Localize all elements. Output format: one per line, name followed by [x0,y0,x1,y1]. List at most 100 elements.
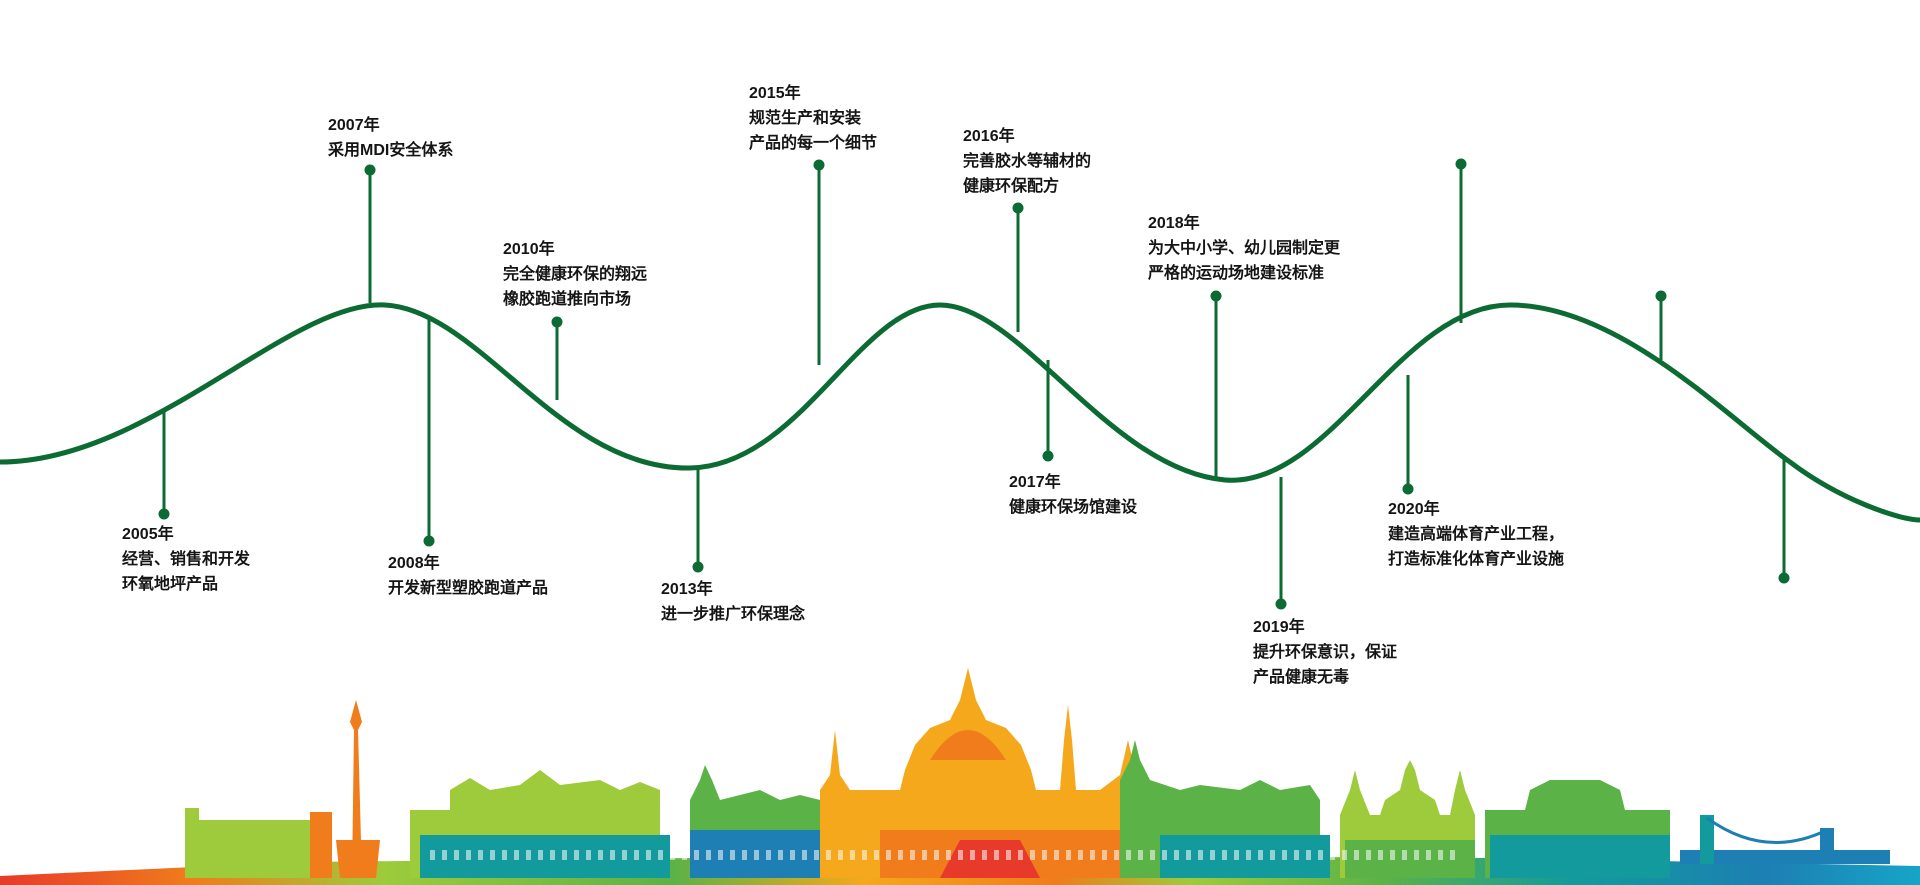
milestone-desc-line: 健康环保配方 [963,178,1060,195]
window [598,850,603,860]
window [754,850,759,860]
window [850,850,855,860]
window [862,850,867,860]
window [1318,850,1323,860]
basilica-base [1345,840,1475,878]
window [994,850,999,860]
window [706,850,711,860]
colonnade-end [310,812,332,878]
milestone-2017: 2017年 健康环保场馆建设 [1009,470,1137,520]
window [526,850,531,860]
milestone-desc-line: 健康环保场馆建设 [1009,499,1138,516]
window [562,850,567,860]
window [1390,850,1395,860]
colonnade [190,820,320,878]
milestone-desc-line: 完全健康环保的翔远 [503,266,648,283]
milestone-desc-line: 橡胶跑道推向市场 [503,291,632,308]
milestone-dot [364,164,376,176]
window [1450,850,1455,860]
window [670,850,675,860]
window [1234,850,1239,860]
window [550,850,555,860]
window [466,850,471,860]
milestone-desc-line: 打造标准化体育产业设施 [1388,551,1565,568]
window [538,850,543,860]
window [790,850,795,860]
milestone-dot [1012,202,1024,214]
window [814,850,819,860]
window [1090,850,1095,860]
bridge-deck [1680,850,1890,864]
window [886,850,891,860]
window [838,850,843,860]
milestone-desc-line: 为大中小学、幼儿园制定更 [1148,240,1341,257]
window [1294,850,1299,860]
milestone-2020: 2020年 建造高端体育产业工程， 打造标准化体育产业设施 [1388,497,1564,572]
window [1174,850,1179,860]
window [874,850,879,860]
milestone-dot [1042,450,1054,462]
milestone-dot [813,159,825,171]
window [718,850,723,860]
palace-left-base [420,835,670,878]
window [502,850,507,860]
milestone-desc-line: 经营、销售和开发 [122,551,251,568]
milestone-desc-line: 建造高端体育产业工程， [1388,526,1565,543]
milestone-desc-line: 进一步推广环保理念 [661,606,806,623]
window [1222,850,1227,860]
window [574,850,579,860]
milestone-dot [1455,158,1467,170]
window [946,850,951,860]
window [1306,850,1311,860]
window [1006,850,1011,860]
milestone-year: 2008年 [388,555,440,572]
window [934,850,939,860]
window [802,850,807,860]
window [898,850,903,860]
window [1258,850,1263,860]
window [490,850,495,860]
window [1270,850,1275,860]
window [970,850,975,860]
milestone-year: 2007年 [328,117,380,134]
palace-right-base [1160,835,1330,878]
milestone-desc-line: 产品的每一个细节 [749,135,878,152]
window [1330,850,1335,860]
window [1162,850,1167,860]
window [1078,850,1083,860]
window [1426,850,1431,860]
window [778,850,783,860]
window [610,850,615,860]
milestone-2015: 2015年 规范生产和安装 产品的每一个细节 [749,81,877,156]
window [958,850,963,860]
milestone-2016: 2016年 完善胶水等辅材的 健康环保配方 [963,124,1091,199]
window [1042,850,1047,860]
milestone-dot [1275,598,1287,610]
window [646,850,651,860]
window [1198,850,1203,860]
window [1186,850,1191,860]
milestone-2010: 2010年 完全健康环保的翔远 橡胶跑道推向市场 [503,237,647,312]
milestone-desc-line: 严格的运动场地建设标准 [1148,265,1325,282]
milestone-2007: 2007年 采用MDI安全体系 [328,113,453,163]
window [742,850,747,860]
window [1018,850,1023,860]
window [1054,850,1059,860]
milestone-year: 2010年 [503,241,555,258]
window [514,850,519,860]
window [922,850,927,860]
window [1282,850,1287,860]
window [1126,850,1131,860]
window [1366,850,1371,860]
window [682,850,687,860]
bridge-tower [1700,815,1714,864]
window [826,850,831,860]
window [622,850,627,860]
window [1114,850,1119,860]
timeline-wave-curve [0,302,1920,523]
milestone-dot [1778,572,1790,584]
milestone-2005: 2005年 经营、销售和开发 环氧地坪产品 [122,522,250,597]
milestone-desc-line: 产品健康无毒 [1253,669,1350,686]
milestone-dot [551,316,563,328]
